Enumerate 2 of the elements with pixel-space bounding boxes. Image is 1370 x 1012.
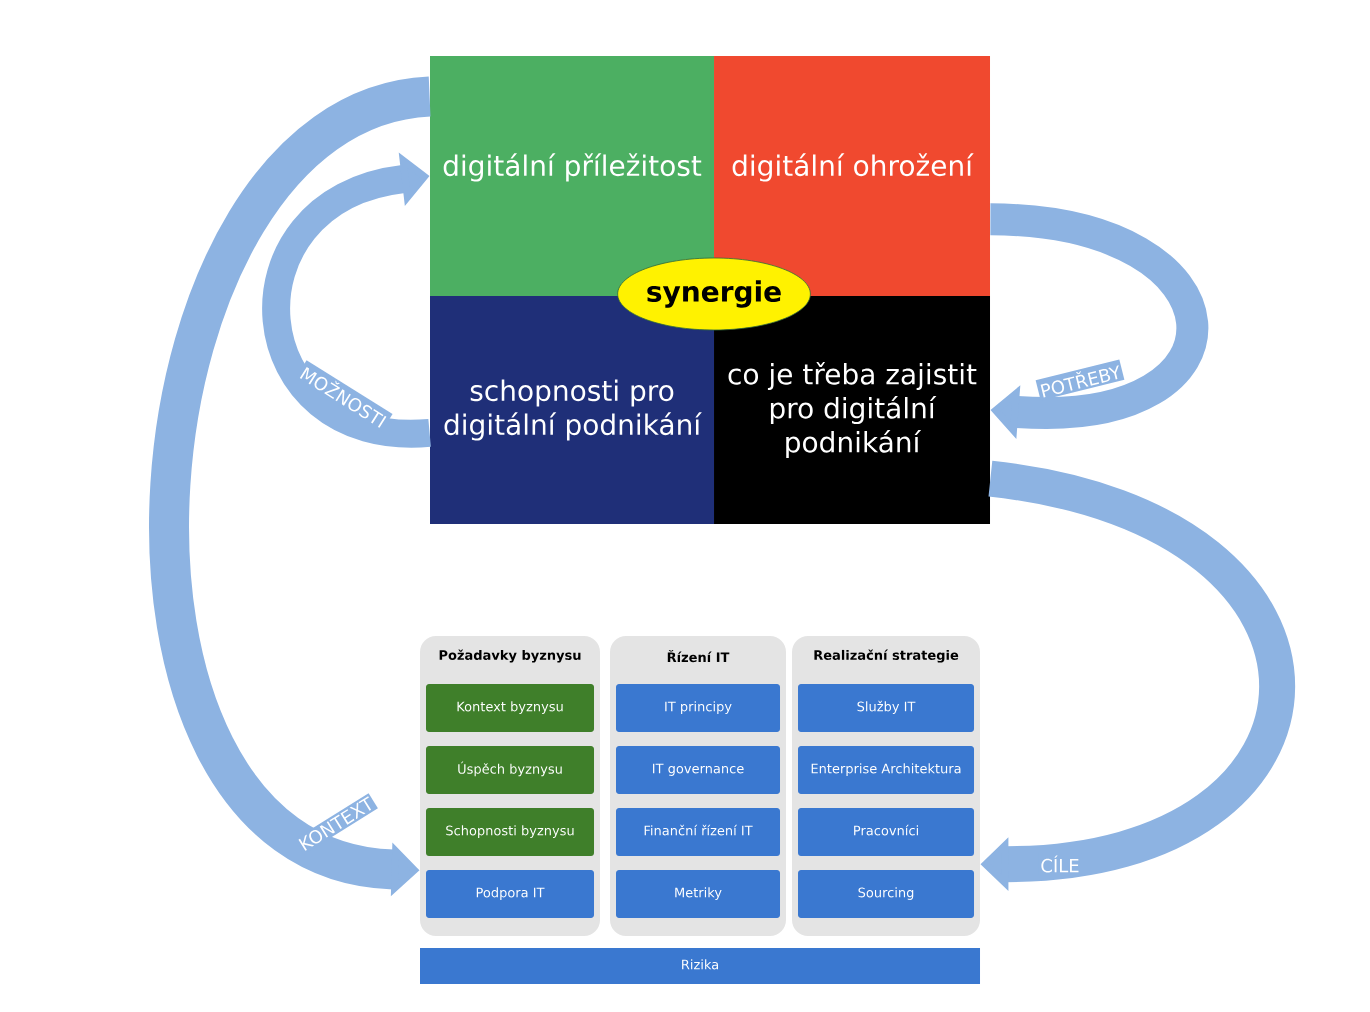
edge-label: CÍLE — [1038, 853, 1082, 875]
curved-arrow — [989, 203, 1208, 439]
